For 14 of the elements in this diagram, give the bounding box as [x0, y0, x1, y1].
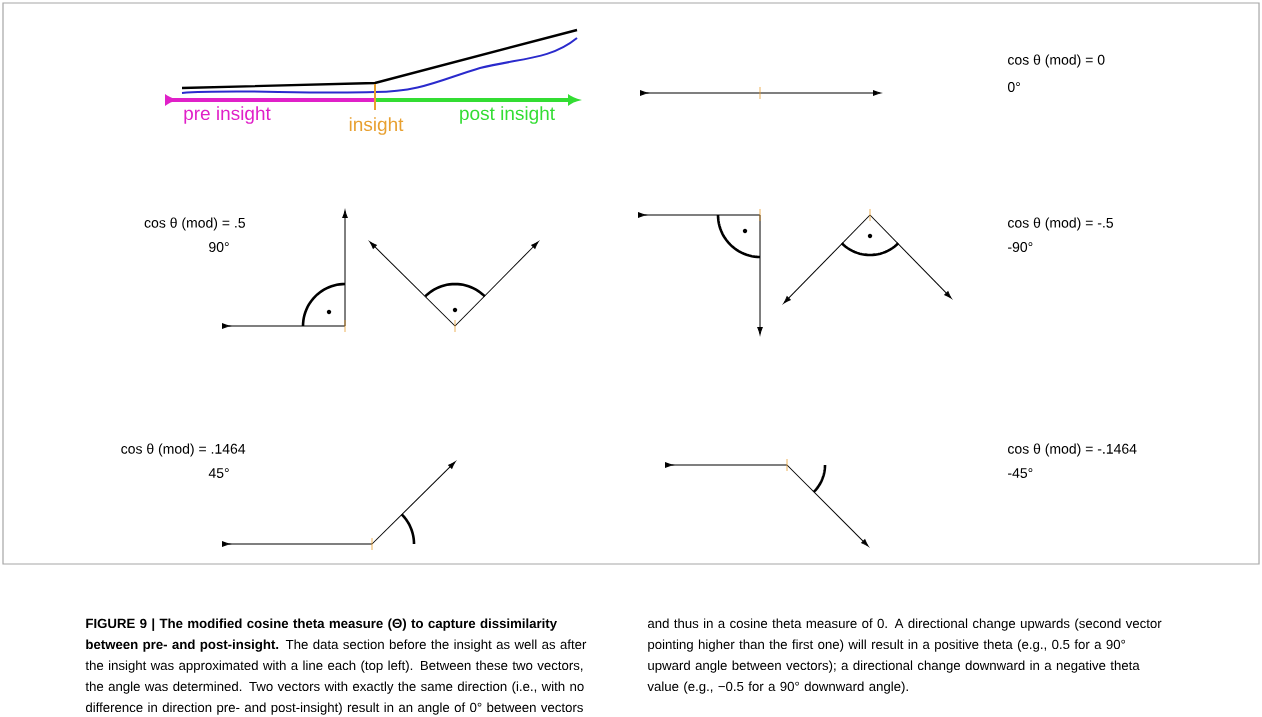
cosine-label: cos θ (mod) = -.5 — [1008, 217, 1113, 231]
axis-label: insight — [349, 117, 404, 135]
angle-label: 45° — [208, 468, 229, 478]
cosine-label: cos θ (mod) = -.1464 — [1008, 443, 1137, 457]
cosine-label: cos θ (mod) = .5 — [144, 217, 245, 231]
angle-label: -45° — [1008, 468, 1033, 478]
cosine-label: cos θ (mod) = 0 — [1008, 54, 1105, 68]
figure-caption: FIGURE 9 | The modified cosine theta measure (Θ) to capture dissimilarity between pre- and post-insight. The data section before the insight as well as after the insight was approximated with a line each (top left). Between these two vectors, the angle was determined. Two vectors with exactly the same direction (i.e., with no difference in direction pre- and post-insight) result in an angle of 0° between vectors and thus in a cosine theta measure of 0. A directional change upwards (second vector pointing higher than the first one) will result in a positive theta (e.g., 0.5 for a 90° upward angle between vectors); a directional change downward in a negative theta value (e.g., −0.5 for a 90° downward angle). — [85, 618, 1162, 715]
cosine-label: cos θ (mod) = .1464 — [121, 443, 246, 457]
axis-label: pre insight — [184, 106, 271, 124]
angle-label: -90° — [1008, 242, 1033, 252]
angle-label: 90° — [209, 242, 229, 252]
axis-label: post insight — [460, 106, 555, 124]
angle-label: 0° — [1007, 82, 1020, 92]
